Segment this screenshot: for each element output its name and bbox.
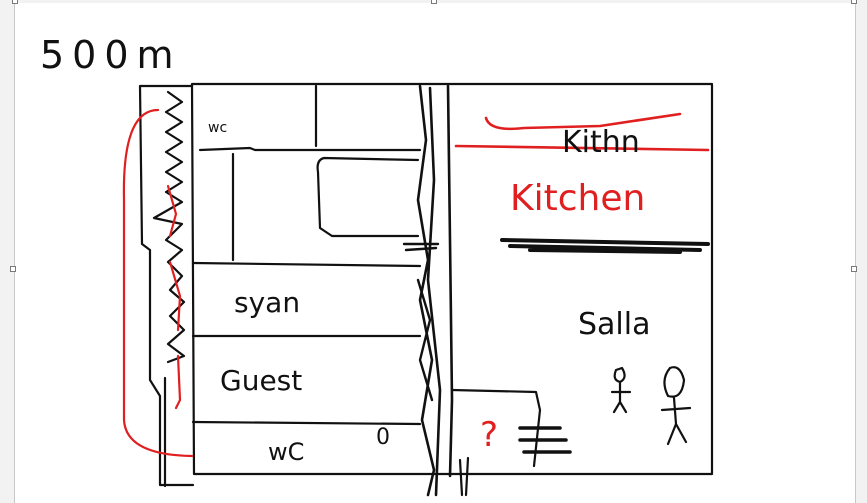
bottom-mark: 0	[376, 425, 390, 450]
resize-handle-middle-right[interactable]	[851, 266, 857, 272]
wc-bottom-wall-top	[191, 420, 422, 426]
wc-bottom-label: wC	[268, 438, 304, 466]
guest-label: Guest	[220, 364, 302, 397]
salla-label: Salla	[578, 307, 650, 342]
syan-wall-top	[191, 261, 422, 268]
room-box	[316, 156, 420, 238]
kitchen-crossed-label: Kithn	[562, 125, 640, 160]
wc-top-wall	[198, 146, 422, 152]
resize-handle-top-left[interactable]	[12, 0, 18, 4]
lower-stair-marks	[518, 426, 572, 454]
resize-handle-top-center[interactable]	[431, 0, 437, 4]
stair-bracket-red	[122, 108, 194, 458]
stair-arrows-red	[166, 184, 182, 410]
stair-strip	[138, 84, 195, 488]
stick-figure-small	[610, 366, 632, 414]
kitchen-strike-red	[454, 112, 710, 152]
stairs-zigzag	[152, 90, 186, 364]
question-mark: ?	[480, 415, 498, 455]
lower-stair	[450, 388, 542, 468]
resize-handle-top-right[interactable]	[851, 0, 857, 4]
outer-wall	[190, 82, 714, 476]
syan-label: syan	[234, 286, 300, 319]
resize-handle-middle-left[interactable]	[10, 266, 16, 272]
right-dividers	[458, 456, 470, 497]
stick-figure-large	[660, 366, 692, 446]
center-wall-scribble	[402, 242, 440, 402]
kitchen-counter	[500, 238, 710, 254]
wc-top-label: wc	[208, 120, 227, 136]
kitchen-label: Kitchen	[510, 178, 645, 219]
size-label: 500m	[40, 33, 182, 77]
center-wall	[416, 84, 454, 497]
